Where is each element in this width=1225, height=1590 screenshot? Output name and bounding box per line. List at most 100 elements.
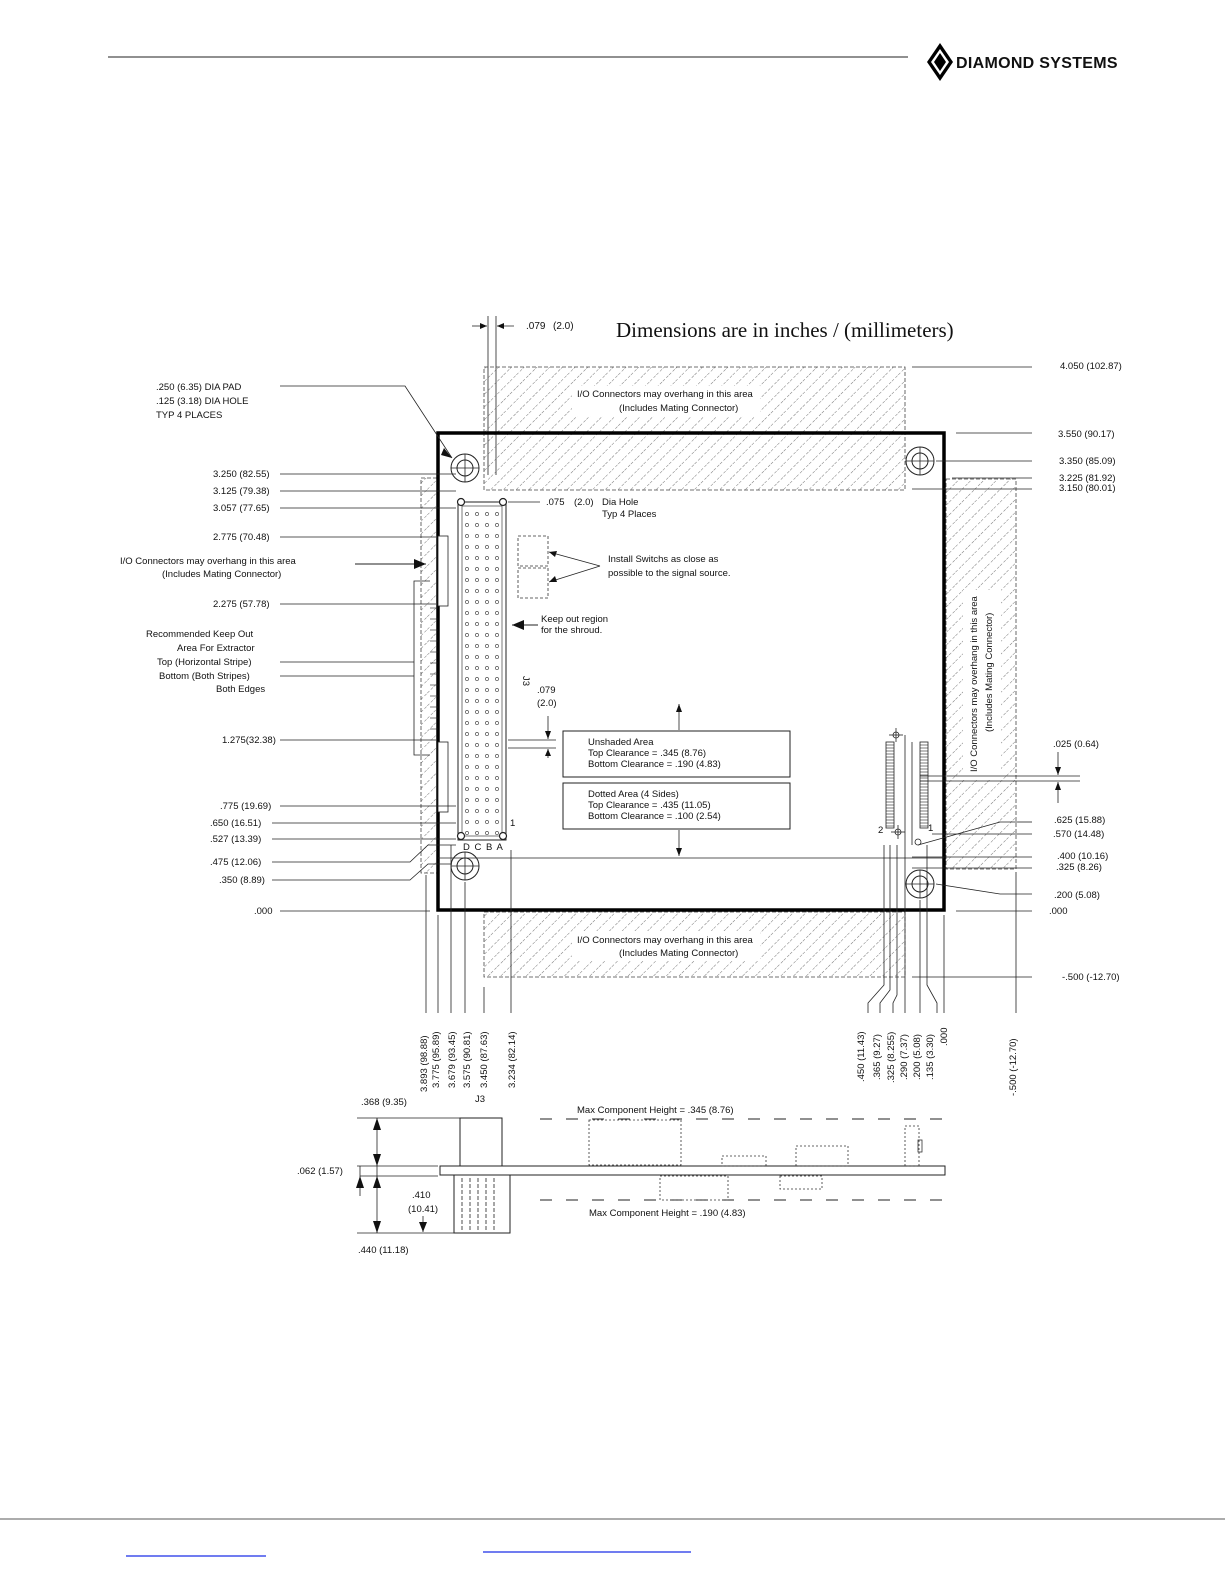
pin-hole <box>475 600 479 604</box>
pin-hole <box>495 534 499 538</box>
pin-hole <box>495 743 499 747</box>
mounting-hole-tr-icon <box>905 446 935 476</box>
pin-hole <box>485 589 489 593</box>
pin-hole <box>495 600 499 604</box>
pin-hole <box>465 589 469 593</box>
pin-hole <box>465 820 469 824</box>
overhang-right: I/O Connectors may overhang in this area… <box>945 478 1017 870</box>
side-pin-len: .410 <box>412 1190 431 1201</box>
header-pin-2: 2 <box>878 825 883 836</box>
pin-one-label: 1 <box>510 818 515 829</box>
bottom-dim: .290 (7.37) <box>899 1034 910 1080</box>
bottom-dimensions-left: 3.893 (98.88) 3.775 (95.89) 3.679 (93.45… <box>419 1031 518 1092</box>
pin-hole <box>495 754 499 758</box>
bottom-dim: .000 <box>939 1028 950 1047</box>
side-max-top: Max Component Height = .345 (8.76) <box>577 1105 734 1116</box>
pin-hole <box>465 721 469 725</box>
dotted-bottom: Bottom Clearance = .100 (2.54) <box>588 811 721 822</box>
left-dim: .527 (13.39) <box>210 834 261 845</box>
pin-hole <box>465 556 469 560</box>
overhang-top-line2: (Includes Mating Connector) <box>619 403 738 414</box>
pin-hole <box>465 754 469 758</box>
hole-note-1: Dia Hole <box>602 497 638 508</box>
gap-dim-mm: (2.0) <box>553 321 574 332</box>
pad-note-3: TYP 4 PLACES <box>156 410 222 421</box>
side-max-bottom: Max Component Height = .190 (4.83) <box>589 1208 746 1219</box>
pin-hole <box>485 787 489 791</box>
right-dim: .570 (14.48) <box>1053 829 1104 840</box>
right-dim: .625 (15.88) <box>1054 815 1105 826</box>
pin-hole <box>465 688 469 692</box>
pin-hole <box>495 721 499 725</box>
pin-hole <box>475 710 479 714</box>
pin-hole <box>495 523 499 527</box>
pin-hole <box>495 688 499 692</box>
pin-hole <box>465 633 469 637</box>
mid-dim-mm: (2.0) <box>537 698 557 709</box>
pin-hole <box>475 633 479 637</box>
pin-hole <box>485 622 489 626</box>
j3-label: J3 <box>520 676 531 686</box>
pin-hole <box>495 765 499 769</box>
pin-row-letters: D C B A <box>463 842 504 853</box>
pin-hole <box>465 732 469 736</box>
pin-hole <box>475 776 479 780</box>
pin-hole <box>475 754 479 758</box>
pin-hole <box>475 567 479 571</box>
pin-hole <box>495 798 499 802</box>
right-dim: .400 (10.16) <box>1057 851 1108 862</box>
overhang-right-line2: (Includes Mating Connector) <box>984 613 995 732</box>
hole-dim: .075 <box>546 497 565 508</box>
switch-outline <box>517 535 549 567</box>
board-outline <box>436 431 946 912</box>
pin-hole <box>495 567 499 571</box>
bottom-extension-lines <box>425 845 1017 1013</box>
dotted-top: Top Clearance = .435 (11.05) <box>588 800 711 811</box>
keepout-note-1: Keep out region <box>541 614 608 625</box>
pin-hole <box>465 611 469 615</box>
extractor-note-5: Both Edges <box>216 684 265 695</box>
pin-hole <box>485 765 489 769</box>
dotted-area-box <box>562 782 791 830</box>
diamond-logo-icon <box>927 43 953 81</box>
pin-hole <box>465 600 469 604</box>
bottom-dim: 3.679 (93.45) <box>447 1031 458 1088</box>
right-dim: .000 <box>1049 906 1068 917</box>
pin-hole <box>495 512 499 516</box>
pin-hole <box>475 622 479 626</box>
pad-note-1: .250 (6.35) DIA PAD <box>156 382 242 393</box>
left-dim: .000 <box>254 906 273 917</box>
pin-hole <box>465 622 469 626</box>
side-conn-label: J3 <box>475 1094 485 1105</box>
left-dim: .775 (19.69) <box>220 801 271 812</box>
pin-hole <box>465 534 469 538</box>
pin-hole <box>475 545 479 549</box>
switch-outline <box>517 567 549 599</box>
left-dim: 2.275 (57.78) <box>213 599 270 610</box>
overhang-left-line1: I/O Connectors may overhang in this area <box>120 556 297 567</box>
pin-hole <box>465 743 469 747</box>
pin-hole <box>475 699 479 703</box>
pin-hole <box>485 578 489 582</box>
bottom-dim: .135 (3.30) <box>925 1034 936 1080</box>
pin-hole <box>495 809 499 813</box>
pin-hole <box>495 732 499 736</box>
dotted-title: Dotted Area (4 Sides) <box>588 789 679 800</box>
bottom-dim: .325 (8.255) <box>886 1032 897 1083</box>
right-dim: .025 (0.64) <box>1053 739 1099 750</box>
pin-hole <box>485 512 489 516</box>
pin-hole <box>485 754 489 758</box>
pin-hole <box>475 589 479 593</box>
unshaded-bottom: Bottom Clearance = .190 (4.83) <box>588 759 721 770</box>
pin-hole <box>465 523 469 527</box>
pin-hole <box>475 809 479 813</box>
pin-hole <box>465 644 469 648</box>
brand-name: DIAMOND SYSTEMS <box>956 55 1118 72</box>
pin-hole <box>475 655 479 659</box>
hole-note-2: Typ 4 Places <box>602 509 657 520</box>
pin-hole <box>475 765 479 769</box>
side-j3-pins <box>453 1174 511 1234</box>
pin-hole <box>495 556 499 560</box>
pin-hole <box>495 545 499 549</box>
